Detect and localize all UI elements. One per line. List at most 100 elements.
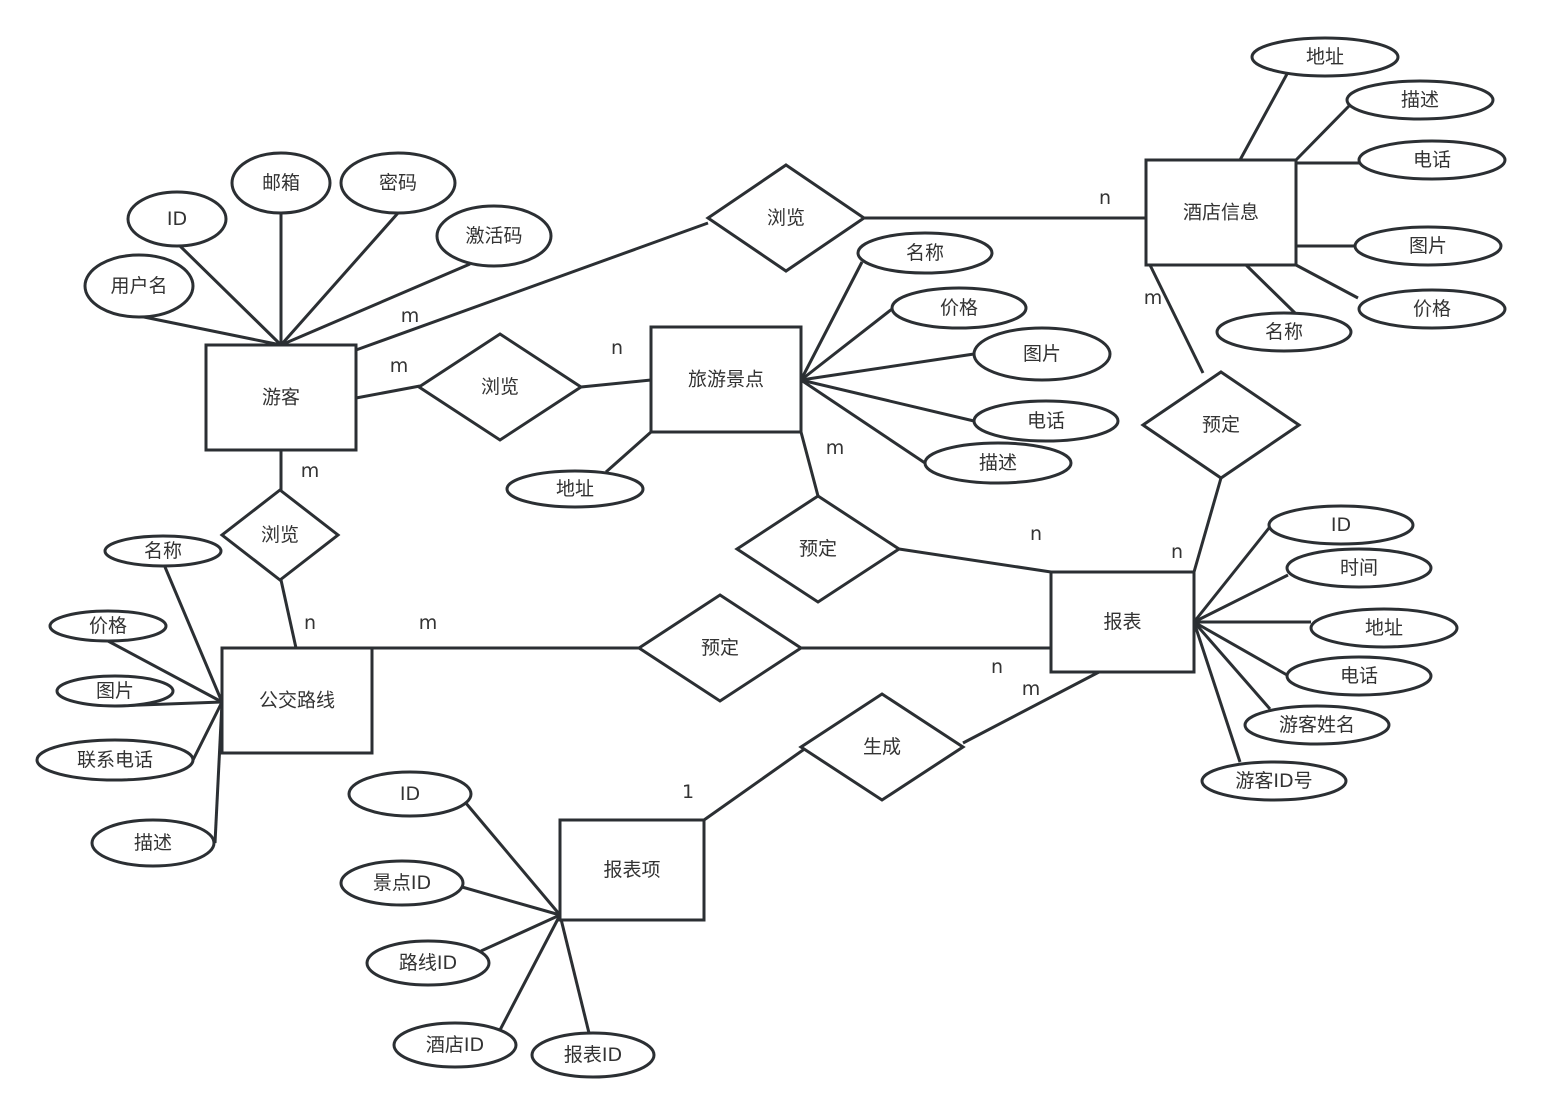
relationship-r-book-spot[interactable]: 预定	[734, 494, 902, 604]
attribute-t-password[interactable]: 密码	[339, 151, 457, 215]
entity-box[interactable]	[1049, 570, 1196, 674]
relationship-diamond[interactable]	[734, 494, 902, 604]
attribute-ellipse[interactable]	[1357, 288, 1507, 330]
cardinality-label: n	[1171, 541, 1183, 563]
attribute-i-spot[interactable]: 景点ID	[339, 859, 465, 907]
attribute-r-phone[interactable]: 电话	[1285, 655, 1433, 697]
entity-box[interactable]	[558, 818, 706, 922]
relationship-diamond[interactable]	[219, 488, 341, 582]
attribute-ellipse[interactable]	[230, 151, 332, 215]
attribute-ellipse[interactable]	[1215, 311, 1353, 353]
attribute-ellipse[interactable]	[90, 818, 216, 868]
attribute-ellipse[interactable]	[392, 1021, 518, 1069]
relationship-diamond[interactable]	[1140, 370, 1302, 480]
attribute-s-name[interactable]: 名称	[856, 231, 994, 275]
attribute-r-id[interactable]: ID	[1267, 504, 1415, 546]
attribute-s-phone[interactable]: 电话	[972, 399, 1120, 443]
entity-box[interactable]	[1144, 158, 1298, 267]
relationship-diamond[interactable]	[636, 593, 804, 703]
attribute-r-time[interactable]: 时间	[1285, 547, 1433, 589]
attribute-ellipse[interactable]	[856, 231, 994, 275]
attribute-h-address[interactable]: 地址	[1250, 36, 1400, 78]
relationship-r-book-bus[interactable]: 预定	[636, 593, 804, 703]
relationship-r-browse-hotel[interactable]: 浏览	[705, 163, 867, 273]
attribute-ellipse[interactable]	[365, 939, 491, 987]
attribute-h-name[interactable]: 名称	[1215, 311, 1353, 353]
attribute-h-phone[interactable]: 电话	[1357, 139, 1507, 181]
attribute-t-id[interactable]: ID	[126, 190, 228, 248]
attribute-ellipse[interactable]	[1353, 225, 1503, 267]
entity-box[interactable]	[649, 325, 803, 434]
attribute-ellipse[interactable]	[103, 534, 223, 568]
attribute-ellipse[interactable]	[1357, 139, 1507, 181]
attribute-b-desc[interactable]: 描述	[90, 818, 216, 868]
attribute-ellipse[interactable]	[48, 609, 168, 643]
entity-report-item[interactable]: 报表项	[558, 818, 706, 922]
attribute-t-username[interactable]: 用户名	[83, 253, 195, 319]
attribute-ellipse[interactable]	[923, 441, 1073, 485]
attribute-ellipse[interactable]	[1267, 504, 1415, 546]
attribute-h-desc[interactable]: 描述	[1345, 79, 1495, 121]
relationship-diamond[interactable]	[798, 692, 966, 802]
attribute-ellipse[interactable]	[1200, 760, 1348, 802]
attribute-ellipse[interactable]	[505, 469, 645, 509]
attribute-ellipse[interactable]	[1345, 79, 1495, 121]
attribute-r-tid[interactable]: 游客ID号	[1200, 760, 1348, 802]
attribute-i-id[interactable]: ID	[347, 770, 473, 818]
attribute-ellipse[interactable]	[347, 770, 473, 818]
attribute-label: 价格	[1413, 298, 1451, 320]
relationship-diamond[interactable]	[705, 163, 867, 273]
attribute-label: 描述	[1401, 89, 1439, 111]
relationship-r-browse-bus[interactable]: 浏览	[219, 488, 341, 582]
attribute-ellipse[interactable]	[435, 204, 553, 268]
entity-box[interactable]	[204, 343, 358, 452]
attribute-ellipse[interactable]	[1243, 704, 1391, 746]
attribute-label: 时间	[1340, 557, 1378, 579]
attribute-ellipse[interactable]	[530, 1031, 656, 1079]
attribute-ellipse[interactable]	[1285, 547, 1433, 589]
attribute-label: ID	[167, 208, 187, 230]
entity-tourist[interactable]: 游客	[204, 343, 358, 452]
attribute-ellipse[interactable]	[1285, 655, 1433, 697]
attribute-b-contact[interactable]: 联系电话	[35, 738, 195, 782]
relationship-r-book-hotel[interactable]: 预定	[1140, 370, 1302, 480]
attribute-s-price[interactable]: 价格	[890, 286, 1028, 330]
attribute-t-activation[interactable]: 激活码	[435, 204, 553, 268]
attribute-i-report[interactable]: 报表ID	[530, 1031, 656, 1079]
attribute-b-price[interactable]: 价格	[48, 609, 168, 643]
entity-bus[interactable]: 公交路线	[220, 646, 374, 755]
attribute-s-image[interactable]: 图片	[972, 326, 1112, 382]
attribute-ellipse[interactable]	[55, 674, 175, 708]
attribute-label: 密码	[379, 172, 417, 194]
attribute-t-email[interactable]: 邮箱	[230, 151, 332, 215]
attribute-r-tname[interactable]: 游客姓名	[1243, 704, 1391, 746]
attribute-ellipse[interactable]	[1250, 36, 1400, 78]
attribute-ellipse[interactable]	[972, 399, 1120, 443]
entity-hotel[interactable]: 酒店信息	[1144, 158, 1298, 267]
attribute-s-desc[interactable]: 描述	[923, 441, 1073, 485]
attribute-ellipse[interactable]	[339, 151, 457, 215]
attribute-link-line	[138, 314, 282, 347]
attribute-i-route[interactable]: 路线ID	[365, 939, 491, 987]
relationship-r-generate[interactable]: 生成	[798, 692, 966, 802]
attribute-ellipse[interactable]	[1309, 607, 1459, 649]
attribute-ellipse[interactable]	[83, 253, 195, 319]
entity-report[interactable]: 报表	[1049, 570, 1196, 674]
attribute-b-image[interactable]: 图片	[55, 674, 175, 708]
attribute-i-hotel[interactable]: 酒店ID	[392, 1021, 518, 1069]
attribute-s-address[interactable]: 地址	[505, 469, 645, 509]
attribute-ellipse[interactable]	[35, 738, 195, 782]
attribute-h-image[interactable]: 图片	[1353, 225, 1503, 267]
attribute-ellipse[interactable]	[126, 190, 228, 248]
attribute-ellipse[interactable]	[972, 326, 1112, 382]
attribute-link-line	[1193, 573, 1289, 624]
relationship-r-browse-spot[interactable]: 浏览	[416, 332, 584, 442]
attribute-ellipse[interactable]	[339, 859, 465, 907]
attribute-r-address[interactable]: 地址	[1309, 607, 1459, 649]
relationship-diamond[interactable]	[416, 332, 584, 442]
attribute-ellipse[interactable]	[890, 286, 1028, 330]
entity-spot[interactable]: 旅游景点	[649, 325, 803, 434]
attribute-b-name[interactable]: 名称	[103, 534, 223, 568]
attribute-h-price[interactable]: 价格	[1357, 288, 1507, 330]
entity-box[interactable]	[220, 646, 374, 755]
